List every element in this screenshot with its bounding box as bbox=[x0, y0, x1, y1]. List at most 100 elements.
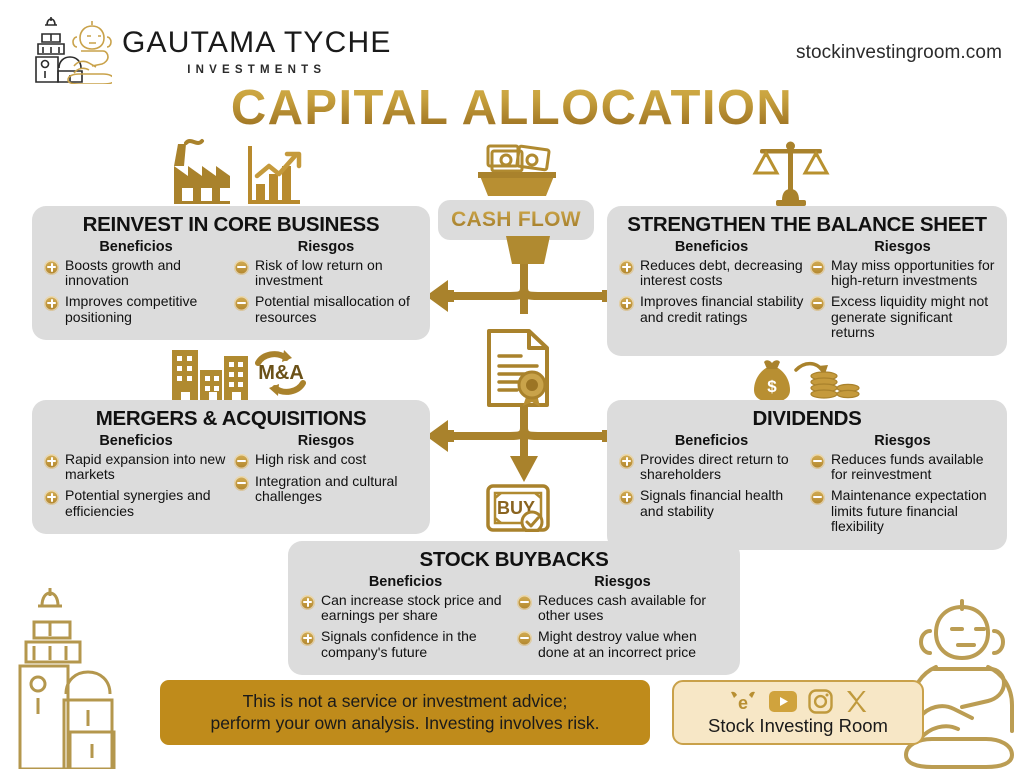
certificate-document-icon bbox=[487, 329, 549, 407]
plus-icon bbox=[300, 630, 315, 646]
benefit-item: Can increase stock price and earnings pe… bbox=[300, 592, 511, 624]
benefit-item: Potential synergies and efficiencies bbox=[44, 487, 228, 519]
card-mergers-and-acquisitions[interactable]: MERGERS & ACQUISITIONS Beneficios Rapid … bbox=[32, 400, 430, 535]
benefit-item: Rapid expansion into new markets bbox=[44, 451, 228, 483]
benefits-heading: Beneficios bbox=[674, 238, 749, 255]
benefit-item: Improves competitive positioning bbox=[44, 293, 228, 325]
svg-text:M&A: M&A bbox=[258, 362, 304, 384]
svg-text:$: $ bbox=[767, 377, 777, 396]
risk-item: Integration and cultural challenges bbox=[234, 473, 418, 505]
plus-icon bbox=[300, 594, 315, 610]
risks-heading: Riesgos bbox=[297, 432, 355, 449]
benefit-item: Boosts growth and innovation bbox=[44, 257, 228, 289]
risks-heading: Riesgos bbox=[874, 432, 931, 449]
cash-flow-badge: CASH FLOW bbox=[438, 200, 594, 240]
buildings-ma-cycle-icon: M&A bbox=[172, 350, 306, 402]
plus-icon bbox=[44, 453, 59, 469]
card-title: STRENGTHEN THE BALANCE SHEET bbox=[627, 213, 987, 236]
minus-icon bbox=[810, 453, 825, 469]
card-strengthen-the-balance-sheet[interactable]: STRENGTHEN THE BALANCE SHEET Beneficios … bbox=[607, 206, 1007, 356]
risk-item: Potential misallocation of resources bbox=[234, 293, 418, 325]
card-dividends[interactable]: DIVIDENDS Beneficios Provides direct ret… bbox=[607, 400, 1007, 550]
minus-icon bbox=[810, 259, 825, 275]
temple-buddha-logo-icon bbox=[35, 17, 112, 84]
flow-arrows-top bbox=[426, 236, 630, 314]
plus-icon bbox=[619, 453, 634, 469]
benefit-item: Improves financial stability and credit … bbox=[619, 293, 804, 325]
minus-icon bbox=[234, 475, 249, 491]
buy-stamp-icon: BUY bbox=[486, 484, 550, 532]
disclaimer-line-1: This is not a service or investment advi… bbox=[242, 690, 568, 711]
card-title: MERGERS & ACQUISITIONS bbox=[95, 407, 367, 430]
risks-column: Riesgos May miss opportunities for high-… bbox=[810, 239, 995, 346]
benefits-column: Beneficios Reduces debt, decreasing inte… bbox=[619, 239, 804, 346]
plus-icon bbox=[619, 259, 634, 275]
benefits-column: Beneficios Boosts growth and innovation … bbox=[44, 239, 228, 331]
risk-item: Maintenance expectation limits future fi… bbox=[810, 487, 995, 535]
plus-icon bbox=[619, 295, 634, 311]
minus-icon bbox=[517, 630, 532, 646]
risks-column: Riesgos Reduces funds available for rein… bbox=[810, 433, 995, 540]
risks-column: Riesgos Reduces cash available for other… bbox=[517, 574, 728, 666]
temple-outline-icon bbox=[18, 588, 116, 769]
benefits-heading: Beneficios bbox=[99, 238, 173, 255]
disclaimer-line-2: perform your own analysis. Investing inv… bbox=[210, 712, 600, 733]
arrow-left-icon bbox=[426, 280, 454, 312]
x-twitter-icon[interactable] bbox=[844, 689, 869, 714]
card-reinvest-in-core-business[interactable]: REINVEST IN CORE BUSINESS Beneficios Boo… bbox=[32, 206, 430, 341]
svg-text:e: e bbox=[737, 693, 747, 713]
risks-column: Riesgos High risk and cost Integration a… bbox=[234, 433, 418, 525]
money-bag-coins-icon: $ bbox=[754, 360, 860, 402]
money-basket-icon bbox=[478, 144, 556, 196]
flow-arrows-bottom bbox=[426, 406, 630, 482]
benefit-item: Signals confidence in the company's futu… bbox=[300, 628, 511, 660]
minus-icon bbox=[234, 259, 249, 275]
disclaimer-banner: This is not a service or investment advi… bbox=[160, 680, 650, 745]
risk-item: Reduces funds available for reinvestment bbox=[810, 451, 995, 483]
youtube-icon[interactable] bbox=[768, 690, 797, 712]
minus-icon bbox=[234, 453, 249, 469]
page-title: CAPITAL ALLOCATION bbox=[0, 80, 1024, 136]
risks-column: Riesgos Risk of low return on investment… bbox=[234, 239, 418, 331]
benefits-heading: Beneficios bbox=[674, 432, 749, 449]
brand-logo[interactable]: GAUTAMA TYCHE INVESTMENTS bbox=[30, 12, 392, 84]
risks-heading: Riesgos bbox=[297, 238, 355, 255]
benefit-item: Reduces debt, decreasing interest costs bbox=[619, 257, 804, 289]
plus-icon bbox=[619, 489, 634, 505]
risks-heading: Riesgos bbox=[594, 573, 651, 590]
etoro-bull-icon[interactable]: e bbox=[728, 689, 758, 713]
factory-growth-chart-icon bbox=[174, 139, 302, 204]
risk-item: Might destroy value when done at an inco… bbox=[517, 628, 728, 660]
instagram-icon[interactable] bbox=[807, 688, 833, 714]
risk-item: Excess liquidity might not generate sign… bbox=[810, 293, 995, 341]
risk-item: May miss opportunities for high-return i… bbox=[810, 257, 995, 289]
social-icon-row: e bbox=[728, 688, 869, 714]
social-label: Stock Investing Room bbox=[708, 715, 888, 736]
risks-heading: Riesgos bbox=[874, 238, 931, 255]
minus-icon bbox=[517, 594, 532, 610]
benefit-item: Provides direct return to shareholders bbox=[619, 451, 804, 483]
benefits-heading: Beneficios bbox=[368, 573, 443, 590]
balance-scales-icon bbox=[752, 141, 830, 206]
logo-subtitle: INVESTMENTS bbox=[187, 64, 327, 76]
benefits-column: Beneficios Rapid expansion into new mark… bbox=[44, 433, 228, 525]
benefits-heading: Beneficios bbox=[99, 432, 173, 449]
card-title: STOCK BUYBACKS bbox=[419, 548, 609, 571]
minus-icon bbox=[810, 489, 825, 505]
risk-item: Risk of low return on investment bbox=[234, 257, 418, 289]
arrow-left-icon bbox=[426, 420, 454, 452]
risk-item: High risk and cost bbox=[234, 451, 418, 469]
minus-icon bbox=[234, 295, 249, 311]
social-badge[interactable]: e Stock Investing Room bbox=[672, 680, 924, 745]
plus-icon bbox=[44, 259, 59, 275]
card-stock-buybacks[interactable]: STOCK BUYBACKS Beneficios Can increase s… bbox=[288, 541, 740, 676]
minus-icon bbox=[810, 295, 825, 311]
plus-icon bbox=[44, 295, 59, 311]
cash-flow-label: CASH FLOW bbox=[451, 208, 581, 231]
risk-item: Reduces cash available for other uses bbox=[517, 592, 728, 624]
card-title: DIVIDENDS bbox=[752, 407, 862, 430]
benefit-item: Signals financial health and stability bbox=[619, 487, 804, 519]
site-url[interactable]: stockinvestingroom.com bbox=[796, 42, 1002, 63]
card-title: REINVEST IN CORE BUSINESS bbox=[82, 213, 380, 236]
